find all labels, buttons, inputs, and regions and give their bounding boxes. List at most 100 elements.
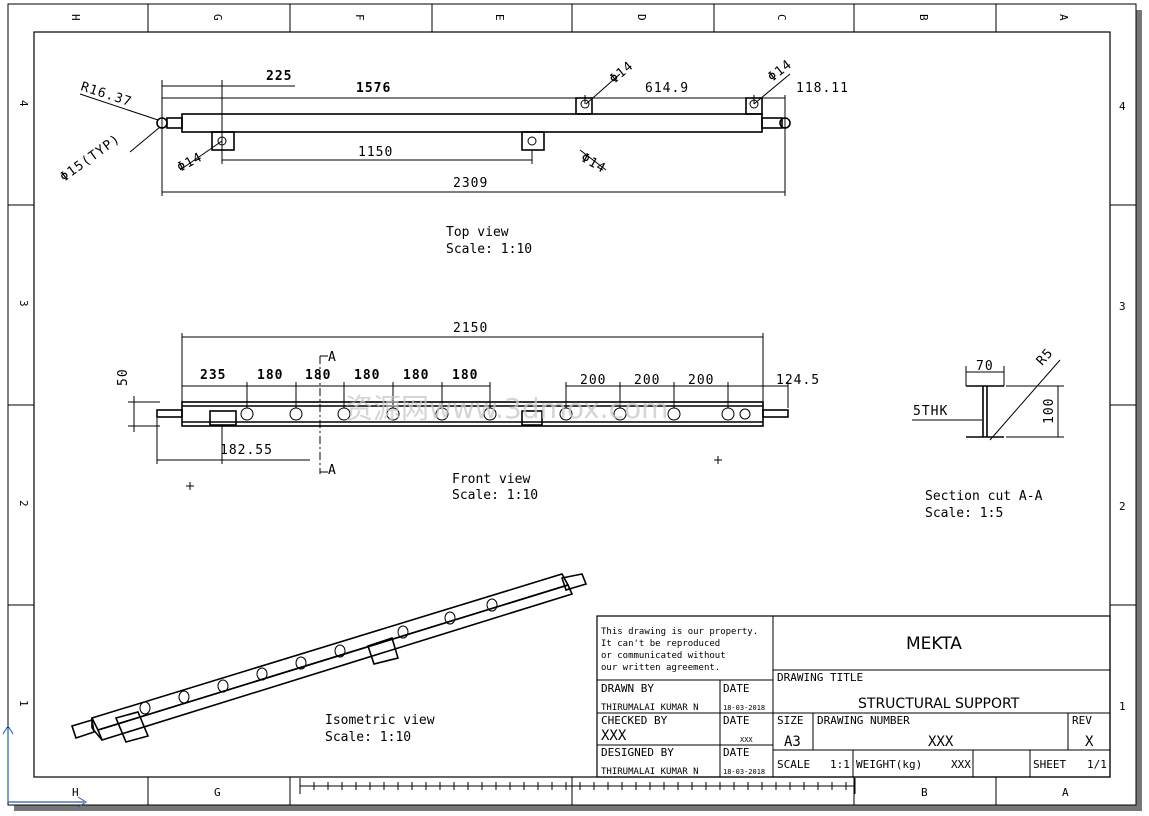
zone-label: 3	[17, 300, 30, 307]
drawn-by-label: DRAWN BY	[601, 682, 654, 695]
checked-date-value: XXX	[740, 736, 753, 744]
zone-label: 4	[17, 100, 30, 107]
hole	[217, 679, 229, 693]
front-view: 2150 50 235 180 180 180 180 180 200 200 …	[116, 321, 820, 503]
dim-50: 50	[116, 368, 131, 386]
dim-118-11: 118.11	[796, 81, 849, 96]
dim-2150: 2150	[453, 321, 488, 336]
hole	[397, 625, 409, 639]
title-block: This drawing is our property. It can't b…	[596, 615, 1111, 778]
zone-label: B	[917, 14, 930, 21]
dim-225: 225	[266, 69, 292, 84]
zone-label: G	[211, 14, 224, 21]
dim-70: 70	[976, 359, 994, 374]
zone-label: B	[921, 786, 928, 799]
checked-by-label: CHECKED BY	[601, 714, 668, 727]
zone-label: H	[69, 14, 82, 21]
dim-180: 180	[354, 368, 380, 383]
zone-label: 2	[17, 500, 30, 507]
axis-triad-icon	[2, 725, 87, 808]
rev-value: X	[1085, 734, 1094, 750]
designed-by-value: THIRUMALAI KUMAR N	[601, 767, 699, 777]
dim-1576: 1576	[356, 81, 391, 96]
drawing-number-label: DRAWING NUMBER	[817, 714, 910, 727]
size-value: A3	[784, 734, 801, 750]
weight-value: XXX	[951, 758, 971, 771]
notice-line: or communicated without	[601, 651, 726, 661]
iso-view-scale: Scale: 1:10	[325, 730, 411, 745]
drawn-by-value: THIRUMALAI KUMAR N	[601, 703, 699, 713]
sheet-value: 1/1	[1087, 758, 1107, 771]
notice-line: This drawing is our property.	[601, 627, 758, 637]
designed-date-value: 18-03-2018	[723, 768, 765, 776]
zone-label: H	[72, 786, 79, 799]
zone-labels-top: H G F E D C B A	[69, 14, 1070, 21]
zone-label: E	[493, 14, 506, 21]
checked-by-value: XXX	[601, 728, 627, 744]
hole	[295, 656, 307, 670]
scale-label: SCALE	[777, 758, 810, 771]
watermark-text: 资源网www.3dmox.com	[345, 392, 668, 425]
front-view-scale: Scale: 1:10	[452, 488, 538, 503]
company-name: MEKTA	[906, 634, 962, 654]
section-mark-a: A	[328, 350, 336, 365]
section-a-a: 70 R5 5THK 100 Section cut A-A Scale: 1:…	[912, 346, 1064, 521]
hole	[139, 701, 151, 715]
dim-5thk: 5THK	[913, 404, 948, 419]
designed-date-label: DATE	[723, 746, 750, 759]
scale-value: 1:1	[830, 758, 850, 771]
dim-200: 200	[580, 373, 606, 388]
dim-124-5: 124.5	[776, 373, 820, 388]
zone-label: F	[353, 14, 366, 21]
top-view-scale: Scale: 1:10	[446, 242, 532, 257]
zone-label: G	[214, 786, 221, 799]
dim-180: 180	[257, 368, 283, 383]
hole	[444, 611, 456, 625]
section-scale: Scale: 1:5	[925, 506, 1003, 521]
dim-180: 180	[403, 368, 429, 383]
drawn-date-label: DATE	[723, 682, 750, 695]
dim-200: 200	[688, 373, 714, 388]
hole	[739, 408, 751, 420]
checked-date-label: DATE	[723, 714, 750, 727]
top-view-caption: Top view	[446, 225, 509, 240]
zone-ticks	[8, 4, 1136, 805]
dim-1150: 1150	[358, 145, 393, 160]
weight-label: WEIGHT(kg)	[856, 758, 922, 771]
hole	[256, 667, 268, 681]
zone-label: D	[635, 14, 648, 21]
notice-line: It can't be reproduced	[601, 639, 720, 649]
dim-100: 100	[1042, 398, 1057, 424]
notice-line: our written agreement.	[601, 663, 720, 673]
section-mark-a: A	[328, 463, 336, 478]
dim-180: 180	[305, 368, 331, 383]
zone-label: 4	[1119, 100, 1126, 113]
rev-label: REV	[1072, 714, 1092, 727]
dim-200: 200	[634, 373, 660, 388]
dim-235: 235	[200, 368, 226, 383]
dim-2309: 2309	[453, 176, 488, 191]
drawing-title-label: DRAWING TITLE	[777, 671, 863, 684]
bottom-scale-ruler	[299, 778, 856, 794]
zone-labels-bottom: H G B A	[72, 786, 1069, 799]
front-view-caption: Front view	[452, 472, 530, 487]
drawn-date-value: 18-03-2018	[723, 704, 765, 712]
iso-view-caption: Isometric view	[325, 713, 435, 728]
zone-label: 1	[1119, 700, 1126, 713]
designed-by-label: DESIGNED BY	[601, 746, 674, 759]
zone-label: A	[1057, 14, 1070, 21]
size-label: SIZE	[777, 714, 804, 727]
sheet-outer-border	[7, 3, 1137, 806]
dim-182-55: 182.55	[220, 443, 273, 458]
hole	[178, 690, 190, 704]
zone-label: 1	[17, 700, 30, 707]
dim-180: 180	[452, 368, 478, 383]
hole	[486, 598, 498, 612]
sheet-label: SHEET	[1033, 758, 1066, 771]
dim-614-9: 614.9	[645, 81, 689, 96]
zone-label: C	[775, 14, 788, 21]
section-caption: Section cut A-A	[925, 489, 1043, 504]
zone-label: A	[1062, 786, 1069, 799]
zone-label: 3	[1119, 300, 1126, 313]
